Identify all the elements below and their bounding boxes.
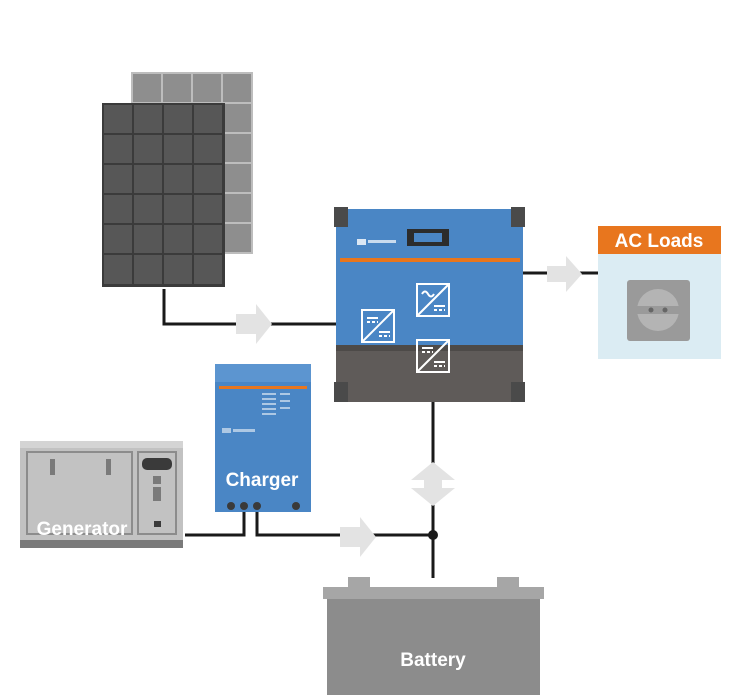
generator-label: Generator: [37, 519, 128, 540]
generator: Generator: [20, 441, 183, 548]
dc-dc-battery-converter-icon: [416, 339, 450, 373]
junction-dot: [428, 530, 438, 540]
ac-loads-label: AC Loads: [615, 231, 704, 252]
flow-arrow-charger: [340, 517, 376, 557]
charger: Charger: [215, 364, 311, 512]
battery-label: Battery: [400, 650, 466, 671]
ac-loads: AC Loads: [598, 226, 721, 359]
flow-arrow-solar: [236, 304, 272, 344]
flow-arrow-ac-loads: [547, 256, 582, 292]
solar-panel-front-icon: [102, 103, 225, 287]
solar-inverter-charger: [334, 207, 525, 402]
dc-dc-converter-icon: [361, 309, 395, 343]
dc-ac-converter-icon: [416, 283, 450, 317]
power-socket-icon: [627, 280, 690, 341]
charger-label: Charger: [226, 470, 299, 491]
flow-arrow-battery-bidirectional: [411, 462, 455, 506]
battery: Battery: [323, 577, 544, 695]
